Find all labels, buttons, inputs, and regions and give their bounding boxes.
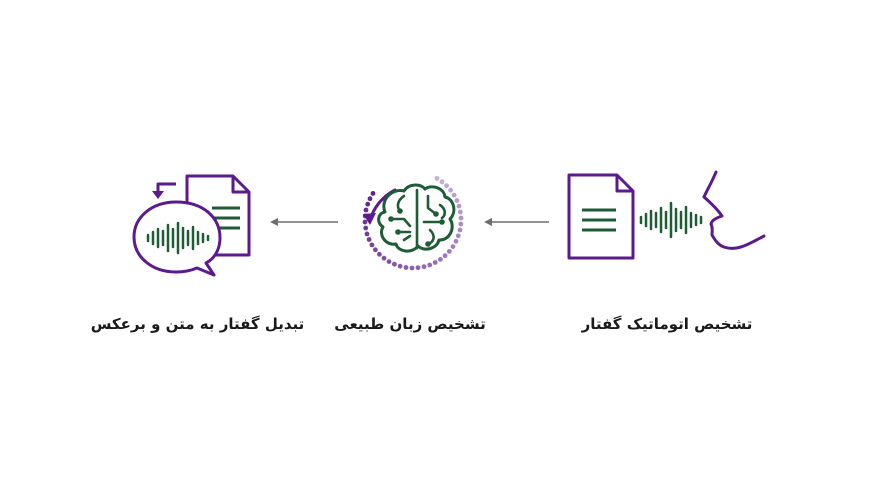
- ring-dot: [444, 183, 449, 189]
- ring-dot: [453, 238, 459, 244]
- ring-dot: [367, 196, 373, 202]
- ring-dot: [457, 227, 463, 233]
- ring-dot: [421, 264, 427, 270]
- ring-dot: [366, 237, 372, 242]
- ring-dot: [363, 225, 369, 231]
- ring-dot: [439, 179, 445, 185]
- ring-dot: [409, 265, 415, 271]
- ring-dot: [392, 261, 397, 267]
- ring-dot: [370, 191, 376, 196]
- ring-dot: [457, 209, 463, 215]
- arrow-left-icon: [270, 218, 338, 226]
- ring-dot: [415, 265, 421, 271]
- ring-dot: [403, 265, 409, 270]
- ring-dot: [451, 192, 457, 198]
- ring-dot: [450, 244, 456, 250]
- ring-dot: [363, 207, 369, 213]
- ring-dot: [458, 221, 464, 227]
- ring-dot: [454, 198, 460, 203]
- ring-dot: [455, 233, 461, 239]
- step-label-nlp: تشخیص زبان طبیعی: [334, 315, 486, 333]
- ring-dot: [432, 260, 438, 265]
- ring-dot: [381, 255, 387, 261]
- ring-dot: [434, 176, 440, 181]
- step-label-tts: تبدیل گفتار به متن و برعکس: [90, 315, 305, 333]
- ring-dot: [397, 263, 403, 269]
- speech-to-text-icon: [132, 174, 251, 277]
- ring-dot: [365, 201, 371, 207]
- ring-dot: [427, 262, 433, 268]
- ai-brain-icon: [362, 176, 464, 271]
- ring-dot: [456, 203, 462, 209]
- ring-dot: [386, 259, 392, 264]
- ring-dot: [446, 249, 452, 254]
- speech-document-icon: [567, 170, 766, 260]
- ring-dot: [373, 247, 378, 253]
- ring-dot: [458, 215, 464, 221]
- ring-dot: [377, 251, 382, 257]
- ring-dot: [448, 187, 453, 193]
- ring-dot: [438, 257, 443, 262]
- ring-dot: [442, 253, 448, 259]
- ring-dot: [364, 231, 370, 237]
- ring-dot: [362, 219, 368, 225]
- arrow-left-icon: [484, 218, 549, 226]
- step-label-asr: تشخیص اتوماتیک گفتار: [581, 315, 753, 333]
- ring-dot: [369, 242, 375, 248]
